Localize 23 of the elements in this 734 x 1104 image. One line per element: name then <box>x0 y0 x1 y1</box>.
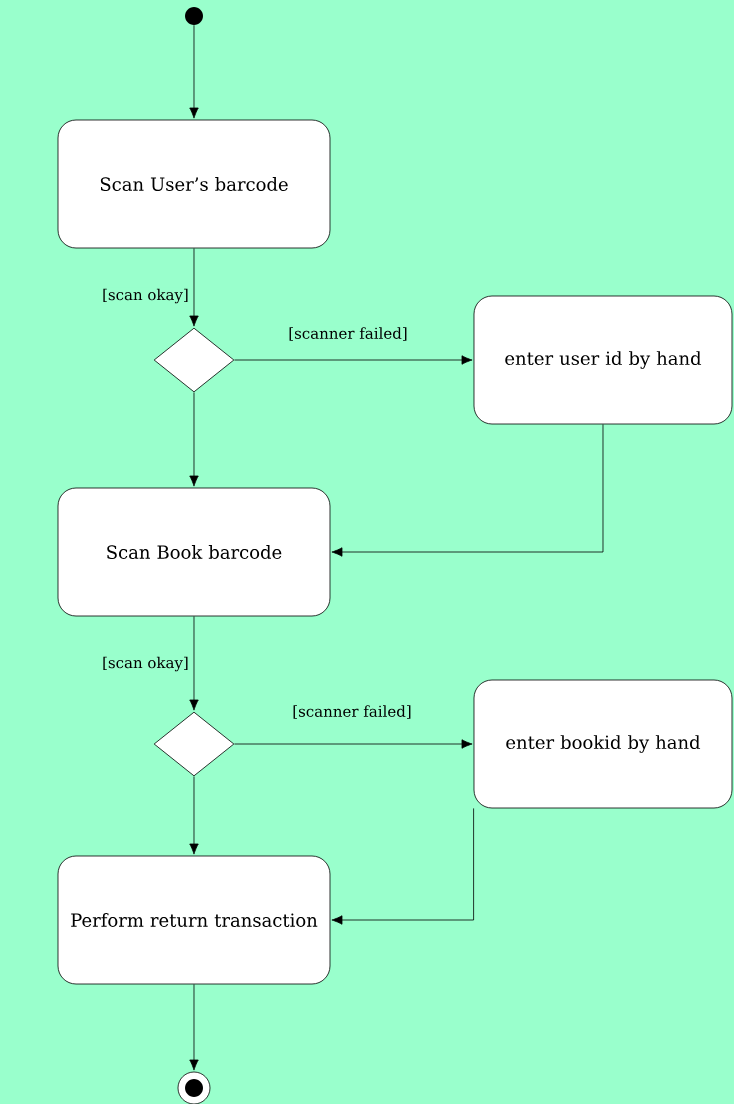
activity-box: enter user id by hand <box>473 295 733 425</box>
arrow <box>331 808 474 925</box>
activity-box: Scan User’s barcode <box>57 119 331 249</box>
arrow <box>189 248 199 327</box>
activity-box: enter bookid by hand <box>473 679 733 809</box>
arrow <box>189 776 199 855</box>
decision-diamond <box>153 327 235 393</box>
activity-box: Perform return transaction <box>57 855 331 985</box>
arrow <box>331 424 604 557</box>
arrow <box>189 24 199 119</box>
start-dot <box>185 7 203 25</box>
arrow <box>234 739 473 749</box>
arrow <box>189 392 199 487</box>
decision-diamond <box>153 711 235 777</box>
arrow <box>189 616 199 711</box>
edge-label: [scan okay] <box>103 656 188 672</box>
arrow <box>234 355 473 365</box>
end-bullseye <box>177 1071 211 1104</box>
arrow <box>189 984 199 1071</box>
edge-label: [scan okay] <box>103 288 188 304</box>
activity-box: Scan Book barcode <box>57 487 331 617</box>
edge-label: [scanner failed] <box>293 705 411 719</box>
edge-label: [scanner failed] <box>289 327 407 341</box>
